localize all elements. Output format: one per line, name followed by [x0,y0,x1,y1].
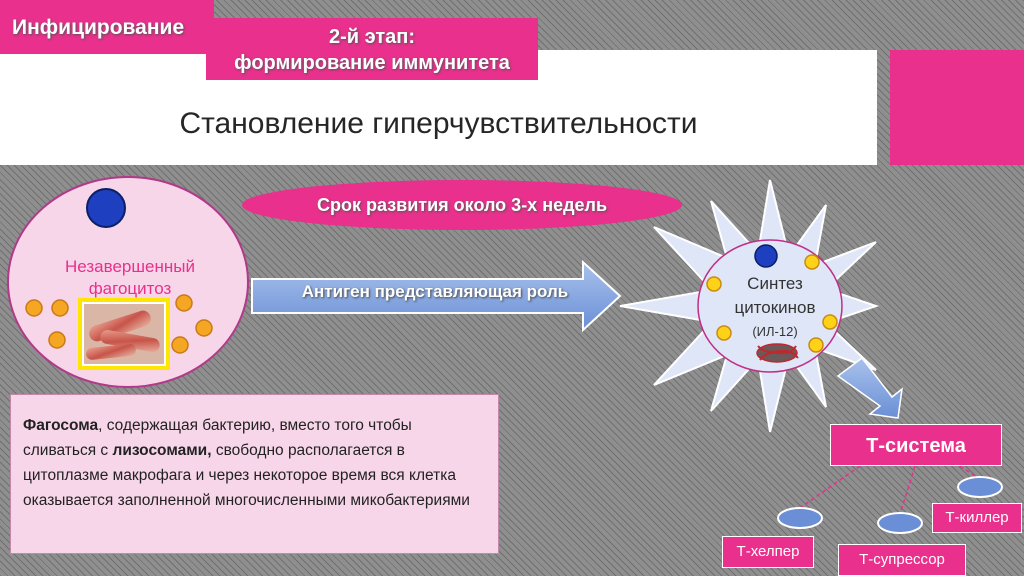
antigen-arrow [251,259,622,333]
macrophage-nucleus [86,188,126,228]
macrophage-label-line1: Незавершенный [65,257,195,276]
tab-stage-line2: формирование иммунитета [234,52,510,74]
tab-infection: Инфицирование [0,0,214,54]
granule [195,319,213,337]
macrophage-label-line2: фагоцитоз [88,279,172,298]
slide-title: Становление гиперчувствительности [179,107,698,140]
dendritic-cell-body [697,239,843,373]
macrophage-granules [25,294,213,354]
t-cells [777,476,1003,534]
t-system-arrow [836,356,903,419]
tab-stage-2: 2-й этап: формирование иммунитета [206,18,538,80]
description-part2: свободно располагается в цитоплазме макр… [23,442,470,509]
decor-pink-block [890,50,1024,165]
duration-pill: Срок развития около 3-х недель [242,180,682,230]
destroyed-bacterium-icon [756,343,799,363]
bacteria-image [84,304,164,364]
granule [706,276,722,292]
t-helper-label: Т-хелпер [722,536,814,568]
antigen-arrow-label: Антиген представляющая роль [301,282,569,301]
cytokine-label-line1: Синтез [747,274,803,293]
dendritic-granules [706,254,838,353]
granule [716,325,732,341]
term-lysosomes: лизосомами, [112,442,212,459]
dendritic-nucleus [754,244,778,268]
t-helper-cell [777,507,823,529]
granule [175,294,193,312]
granule [808,337,824,353]
t-suppressor-label: Т-супрессор [838,544,966,576]
granule [51,299,69,317]
description-part1: , содержащая бактерию, вместо того чтобы… [23,417,412,459]
granule [25,299,43,317]
t-suppressor-cell [877,512,923,534]
macrophage-cell [7,176,249,388]
t-killer-label: Т-киллер [932,503,1022,533]
t-system-label: Т-система [830,424,1002,466]
macrophage-label: Незавершенный фагоцитоз [30,256,230,300]
granule [822,314,838,330]
t-system-connectors [799,465,979,515]
description-box: Фагосома, содержащая бактерию, вместо то… [10,394,499,554]
term-phagosome: Фагосома [23,417,99,434]
t-killer-cell [957,476,1003,498]
cytokine-label: Синтез цитокинов (ИЛ-12) [710,272,840,344]
granule [804,254,820,270]
cytokine-label-line3: (ИЛ-12) [752,324,798,339]
granule [48,331,66,349]
cytokine-label-line2: цитокинов [734,298,816,317]
granule [171,336,189,354]
tab-stage-line1: 2-й этап: [328,26,416,48]
